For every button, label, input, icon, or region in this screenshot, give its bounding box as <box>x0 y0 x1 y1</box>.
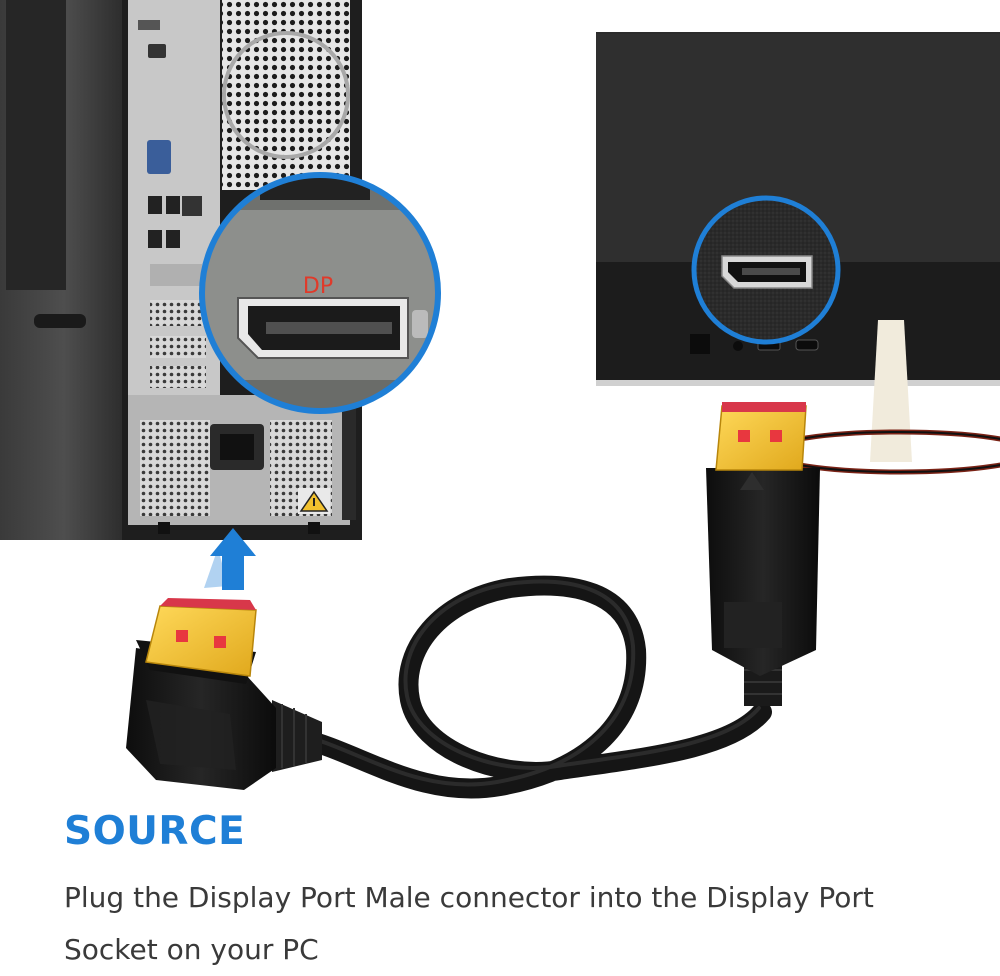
warning-icon <box>298 488 330 514</box>
arrow-up-icon <box>204 528 256 590</box>
displayport-socket-monitor <box>721 255 813 289</box>
displayport-cable <box>290 575 772 799</box>
pc-port-zoom-inset: DP <box>199 172 441 414</box>
monitor-port-zoom-inset <box>691 195 841 345</box>
gold-connector-left <box>145 598 257 677</box>
right-angle-displayport-plug <box>126 598 322 790</box>
caption-title: SOURCE <box>64 809 246 854</box>
caption-body: Plug the Display Port Male connector int… <box>64 881 874 966</box>
inset-port-label: DP <box>303 274 333 299</box>
gold-connector-right <box>715 402 807 471</box>
displayport-socket-pc <box>237 297 409 359</box>
straight-displayport-plug <box>706 402 820 706</box>
